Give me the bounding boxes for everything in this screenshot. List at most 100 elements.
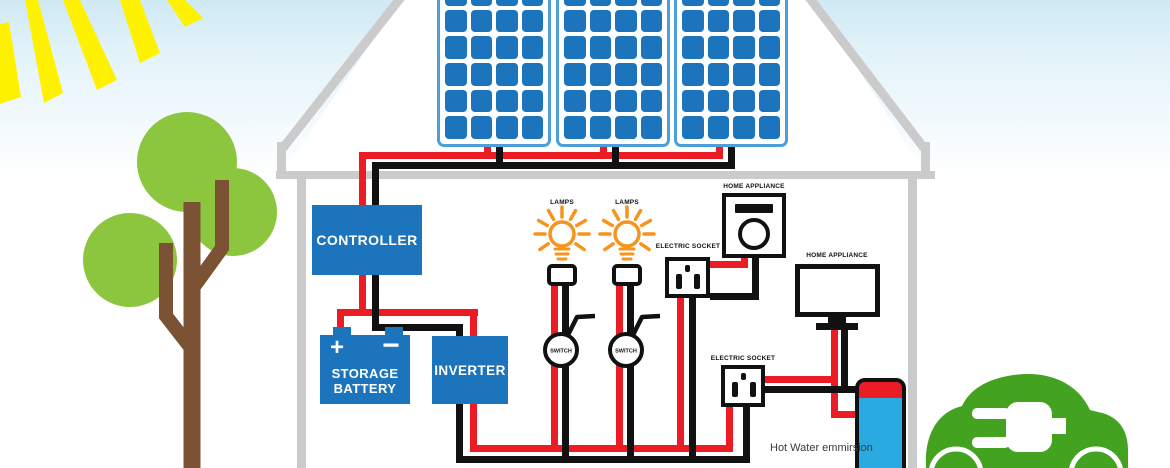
solar-cell: [470, 0, 492, 6]
lamp1-holder: [547, 264, 577, 286]
switch2-dial: [610, 316, 660, 366]
wire-black: [372, 324, 463, 331]
wire-red: [831, 411, 859, 418]
wire-black: [689, 297, 696, 463]
wire-black: [456, 456, 750, 463]
electric-socket-2: [721, 365, 765, 407]
solar-cell: [470, 62, 492, 86]
wire-black: [612, 145, 619, 162]
battery-minus-sign: −: [382, 329, 400, 362]
sun-rays-icon: [0, 0, 203, 104]
solar-cell: [615, 116, 637, 139]
solar-cell: [707, 0, 729, 6]
solar-cell: [521, 0, 543, 6]
solar-cell: [758, 9, 780, 33]
wire-red: [716, 145, 723, 154]
wire-black: [372, 162, 735, 169]
solar-cell: [707, 62, 729, 86]
electric-car-icon: [925, 374, 1128, 468]
tv-stand-base: [816, 323, 858, 330]
wire-red: [337, 309, 478, 316]
battery-terminal-negative: [385, 327, 403, 337]
solar-cell: [445, 116, 467, 139]
solar-cell: [682, 0, 704, 6]
solar-cell: [640, 116, 662, 139]
hot-water-label: Hot Water emmirsion: [770, 442, 873, 454]
solar-cell: [615, 0, 637, 6]
solar-cell: [758, 0, 780, 6]
wire-black: [765, 386, 857, 393]
solar-cell: [496, 116, 518, 139]
solar-cell: [564, 89, 586, 113]
solar-cell: [758, 36, 780, 59]
socket-slot-left: [676, 274, 682, 289]
washer-panel-slot: [735, 204, 773, 213]
wire-black: [710, 293, 759, 300]
solar-cell: [758, 116, 780, 139]
socket-ground-slot: [685, 265, 690, 272]
socket-slot-right: [750, 382, 756, 397]
lamp2-label: LAMPS: [615, 199, 639, 206]
battery-plus-sign: +: [330, 334, 345, 361]
socket-ground-slot: [741, 373, 746, 380]
electric-socket-1: [665, 257, 710, 298]
wire-black: [743, 407, 750, 463]
solar-cell: [564, 62, 586, 86]
solar-cell: [707, 36, 729, 59]
switch1-label: SWITCH: [550, 349, 572, 355]
switch2-label: SWITCH: [615, 349, 637, 355]
solar-cell: [496, 9, 518, 33]
wire-red: [710, 261, 748, 268]
wire-red: [726, 407, 733, 452]
solar-cell: [733, 116, 755, 139]
solar-cell: [707, 9, 729, 33]
solar-cell: [707, 89, 729, 113]
wire-black: [841, 330, 848, 393]
solar-cell: [589, 62, 611, 86]
tv-screen: [795, 264, 880, 317]
solar-cell: [682, 9, 704, 33]
solar-cell: [496, 62, 518, 86]
wire-black: [496, 145, 503, 162]
wire-red: [470, 445, 733, 452]
lamp1-label: LAMPS: [550, 199, 574, 206]
car-wheel: [1069, 446, 1123, 468]
plug-icon: [972, 402, 1066, 452]
tree-icon: [83, 112, 277, 468]
socket1-label: ELECTRIC SOCKET: [655, 243, 721, 250]
solar-cell: [470, 116, 492, 139]
wire-red: [765, 376, 835, 383]
solar-cell: [445, 9, 467, 33]
solar-cell: [589, 116, 611, 139]
solar-cell: [589, 0, 611, 6]
solar-cell: [564, 36, 586, 59]
solar-cell: [589, 89, 611, 113]
solar-cell: [640, 89, 662, 113]
solar-cell: [564, 116, 586, 139]
solar-cell: [521, 89, 543, 113]
solar-cell: [445, 36, 467, 59]
wire-black: [728, 145, 735, 162]
solar-panel: [556, 0, 670, 147]
wire-black: [752, 256, 759, 300]
lamp2-holder: [612, 264, 642, 286]
solar-cell: [682, 89, 704, 113]
solar-cell: [707, 116, 729, 139]
solar-cell: [470, 9, 492, 33]
wire-black: [562, 280, 569, 463]
tv-stand-neck: [828, 317, 846, 323]
solar-cell: [733, 36, 755, 59]
controller-label: CONTROLLER: [316, 232, 418, 248]
solar-cell: [564, 9, 586, 33]
solar-cell: [470, 89, 492, 113]
solar-cell: [445, 0, 467, 6]
solar-cell: [521, 62, 543, 86]
wire-red: [600, 145, 607, 154]
inverter-label: INVERTER: [434, 362, 506, 378]
wire-red: [741, 254, 748, 268]
socket2-label: ELECTRIC SOCKET: [710, 355, 776, 362]
wire-red: [677, 297, 684, 452]
solar-cell: [733, 9, 755, 33]
solar-cell: [733, 89, 755, 113]
